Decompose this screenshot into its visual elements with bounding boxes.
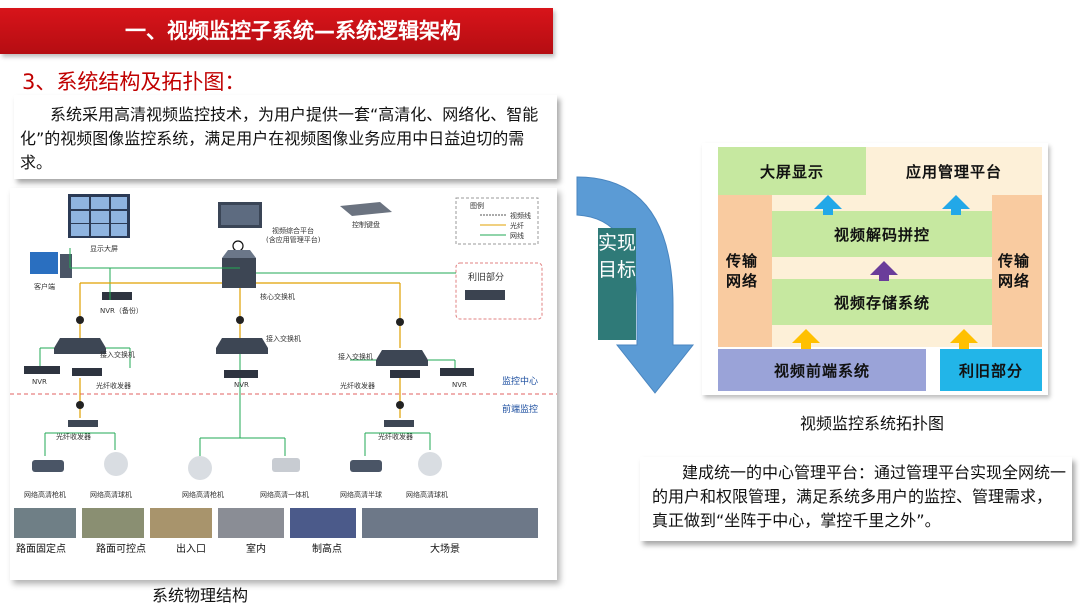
curved-arrow-icon <box>576 176 695 394</box>
label-fiber-1: 光纤收发器 <box>96 382 131 390</box>
label-fiber-4: 光纤收发器 <box>378 433 413 441</box>
label-front-end: 前端监控 <box>502 405 539 415</box>
arrow-up-blue-icon <box>814 195 970 215</box>
network-diagram-svg <box>10 194 557 538</box>
block-storage: 视频存储系统 <box>772 279 992 325</box>
label-platform: 视频综合平台 <box>272 227 314 235</box>
label-nvr-backup: NVR（备份） <box>100 307 143 315</box>
block-reuse: 利旧部分 <box>940 349 1042 391</box>
topology-caption: 视频监控系统拓扑图 <box>800 414 945 433</box>
label-access-switch-3: 接入交换机 <box>338 353 373 361</box>
platform-server-icon <box>218 202 262 228</box>
block-front-end: 视频前端系统 <box>718 349 926 391</box>
label-cam-6: 网络高清球机 <box>406 491 448 499</box>
topology-diagram: 大屏显示 应用管理平台 传输网络 传输网络 视频解码拼控 视频存储系统 视频前端… <box>702 143 1048 395</box>
keyboard-icon <box>340 202 392 216</box>
label-display-wall: 显示大屏 <box>90 245 118 253</box>
legend-video-line: 视频线 <box>510 212 531 220</box>
block-transport-left: 传输网络 <box>718 195 772 347</box>
scene-label-indoor: 室内 <box>246 544 266 555</box>
block-app-platform: 应用管理平台 <box>866 147 1042 195</box>
intro-paragraph: 系统采用高清视频监控技术，为用户提供一套“高清化、网络化、智能化”的视频图像监控… <box>14 95 557 179</box>
block-big-screen: 大屏显示 <box>718 147 866 195</box>
arrow-up-gold-icon <box>792 329 978 349</box>
scene-label-high-point: 制高点 <box>312 544 342 555</box>
display-wall-icon <box>68 194 130 238</box>
topology-arrows <box>792 195 978 349</box>
arrow-up-purple-icon <box>870 261 898 281</box>
summary-paragraph: 建成统一的中心管理平台：通过管理平台实现全网统一的用户和权限管理，满足系统多用户… <box>640 457 1072 541</box>
label-keyboard: 控制键盘 <box>352 221 380 229</box>
block-decode: 视频解码拼控 <box>772 211 992 257</box>
core-switch-icon <box>222 250 256 288</box>
label-cam-3: 网络高清枪机 <box>182 491 224 499</box>
scene-label-road-ptz: 路面可控点 <box>96 544 146 555</box>
label-cam-4: 网络高清一体机 <box>260 491 309 499</box>
legend-title: 图例 <box>470 202 484 210</box>
physical-diagram-caption: 系统物理结构 <box>152 586 249 605</box>
label-access-switch-1: 接入交换机 <box>100 351 135 359</box>
label-cam-1: 网络高清枪机 <box>24 491 66 499</box>
scene-photos <box>14 508 538 538</box>
label-reuse: 利旧部分 <box>468 273 505 283</box>
label-fiber-2: 光纤收发器 <box>340 382 375 390</box>
client-pc-icon <box>30 252 72 278</box>
label-cam-5: 网络高清半球 <box>340 491 382 499</box>
scene-label-entrance: 出入口 <box>176 544 206 555</box>
label-core-switch: 核心交换机 <box>260 293 295 301</box>
label-nvr-2: NVR <box>234 381 249 389</box>
label-platform-sub: (含应用管理平台) <box>266 236 321 244</box>
scene-label-large-scene: 大场景 <box>430 544 460 555</box>
label-nvr-3: NVR <box>452 381 467 389</box>
label-monitor-center: 监控中心 <box>502 377 539 387</box>
label-client: 客户端 <box>34 283 55 291</box>
label-cam-2: 网络高清球机 <box>90 491 132 499</box>
legend-fiber: 光纤 <box>510 222 524 230</box>
block-transport-right: 传输网络 <box>992 195 1042 347</box>
slide-title: 一、视频监控子系统—系统逻辑架构 <box>0 8 553 54</box>
camera-icons <box>32 452 442 480</box>
label-nvr-1: NVR <box>32 378 47 386</box>
physical-structure-diagram: 显示大屏 视频综合平台 (含应用管理平台) 控制键盘 图例 视频线 光纤 网线 … <box>10 188 557 580</box>
label-fiber-3: 光纤收发器 <box>56 433 91 441</box>
arrow-goal-label: 实现目标 <box>598 228 636 340</box>
scene-label-road-fixed: 路面固定点 <box>16 544 66 555</box>
legend-network: 网线 <box>510 232 524 240</box>
section-subtitle: 3、系统结构及拓扑图： <box>22 70 246 94</box>
label-access-switch-2: 接入交换机 <box>266 335 301 343</box>
